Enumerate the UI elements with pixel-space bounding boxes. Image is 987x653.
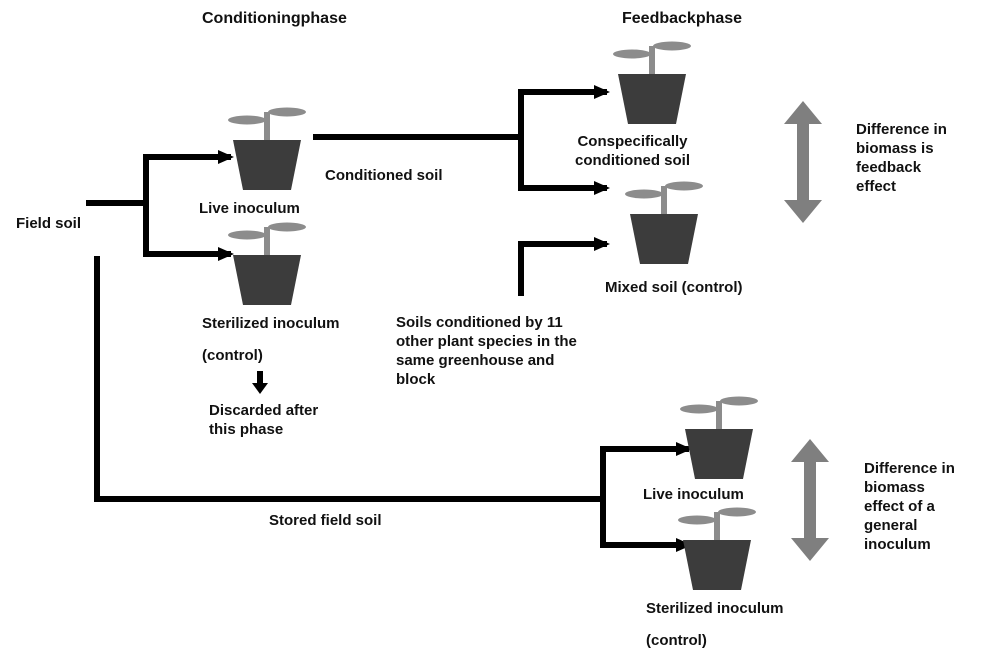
mixed-soil-label: Mixed soil (control)	[605, 279, 743, 296]
potted-plant-icon	[228, 107, 306, 190]
potted-plant-icon	[228, 222, 306, 305]
stored-field-soil-label: Stored field soil	[269, 512, 382, 529]
general-inoculum-double-arrow	[791, 439, 829, 561]
sterilized-inoculum-label: Sterilized inoculum	[202, 315, 340, 332]
feedback-phase-header: Feedbackphase	[622, 10, 743, 27]
potted-plant-icon	[678, 507, 756, 590]
other-species-connector	[518, 241, 603, 296]
potted-plant-icon	[625, 181, 703, 264]
conspecific-soil-label: Conspecifically conditioned soil	[575, 133, 690, 169]
general-inoculum-effect-label: Difference in biomass effect of a genera…	[864, 460, 955, 553]
live-inoculum-2-label: Live inoculum	[643, 486, 744, 503]
field-soil-label: Field soil	[16, 215, 82, 232]
discarded-arrow	[252, 371, 268, 394]
conditioning-phase-header: Conditioningphase	[202, 10, 347, 27]
control-2-label: (control)	[646, 632, 707, 649]
feedback-effect-label: Difference in biomass is feedback effect	[856, 121, 947, 195]
discarded-label: Discarded after this phase	[209, 402, 319, 438]
sterilized-inoculum-2-label: Sterilized inoculum	[646, 600, 784, 617]
potted-plant-icon	[613, 41, 691, 124]
soils-conditioned-label: Soils conditioned by 11 other plant spec…	[396, 314, 577, 388]
stored-field-soil-connector	[94, 256, 685, 548]
live-inoculum-label: Live inoculum	[199, 200, 300, 217]
feedback-effect-double-arrow	[784, 101, 822, 223]
control-label: (control)	[202, 347, 263, 364]
potted-plant-icon	[680, 396, 758, 479]
conditioned-soil-label: Conditioned soil	[325, 167, 443, 184]
